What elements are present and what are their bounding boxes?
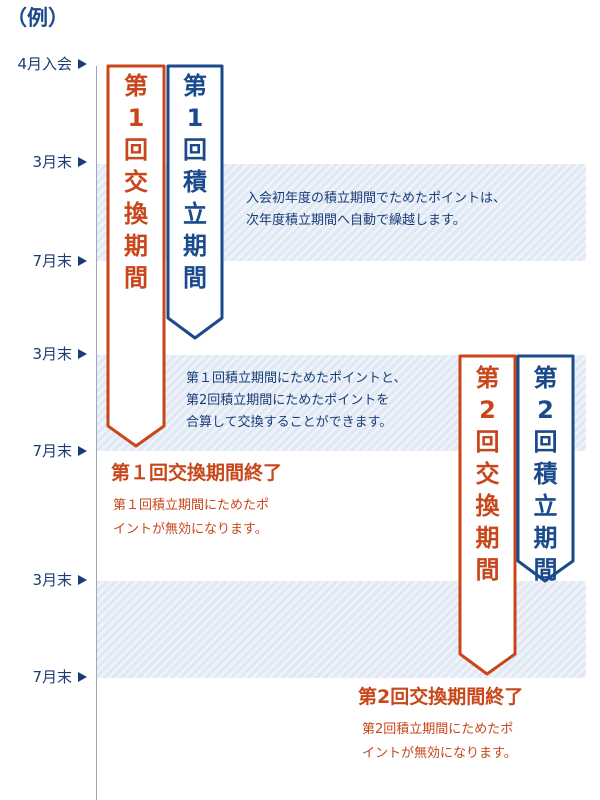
- end1-title: 第１回交換期間終了: [111, 462, 283, 484]
- exchange1-arrow-shape: [106, 64, 166, 448]
- timeline-marker-icon: [78, 256, 87, 266]
- diagram-title: （例）: [6, 6, 69, 30]
- end2-title: 第2回交換期間終了: [358, 686, 524, 708]
- timeline-label: 7月末: [32, 442, 72, 460]
- timeline-marker-icon: [78, 157, 87, 167]
- timeline-label: 7月末: [32, 252, 72, 270]
- timeline-label: 3月末: [32, 345, 72, 363]
- timeline-marker-icon: [78, 446, 87, 456]
- timeline-marker-icon: [78, 672, 87, 682]
- end2-desc: 第2回積立期間にためたポ イントが無効になります。: [362, 722, 517, 761]
- timeline-label: 3月末: [32, 153, 72, 171]
- exchange2-arrow-shape: [458, 354, 517, 676]
- accumulate2-arrow-shape: [516, 354, 575, 583]
- timeline-marker-icon: [78, 59, 87, 69]
- end1-desc: 第１回積立期間にためたポ イントが無効になります。: [113, 498, 270, 537]
- timeline-axis: [96, 66, 97, 800]
- carryover-note: 入会初年度の積立期間でためたポイントは、 次年度積立期間へ自動で繰越します。: [246, 191, 507, 228]
- timeline-label-join: 4月入会: [17, 55, 72, 73]
- timeline-marker-icon: [78, 349, 87, 359]
- timeline-label: 3月末: [32, 571, 72, 589]
- accumulate1-arrow-shape: [166, 64, 224, 340]
- timeline-marker-icon: [78, 575, 87, 585]
- timeline-label: 7月末: [32, 668, 72, 686]
- combine-note: 第１回積立期間にためたポイントと、 第2回積立期間にためたポイントを 合算して交…: [186, 371, 407, 430]
